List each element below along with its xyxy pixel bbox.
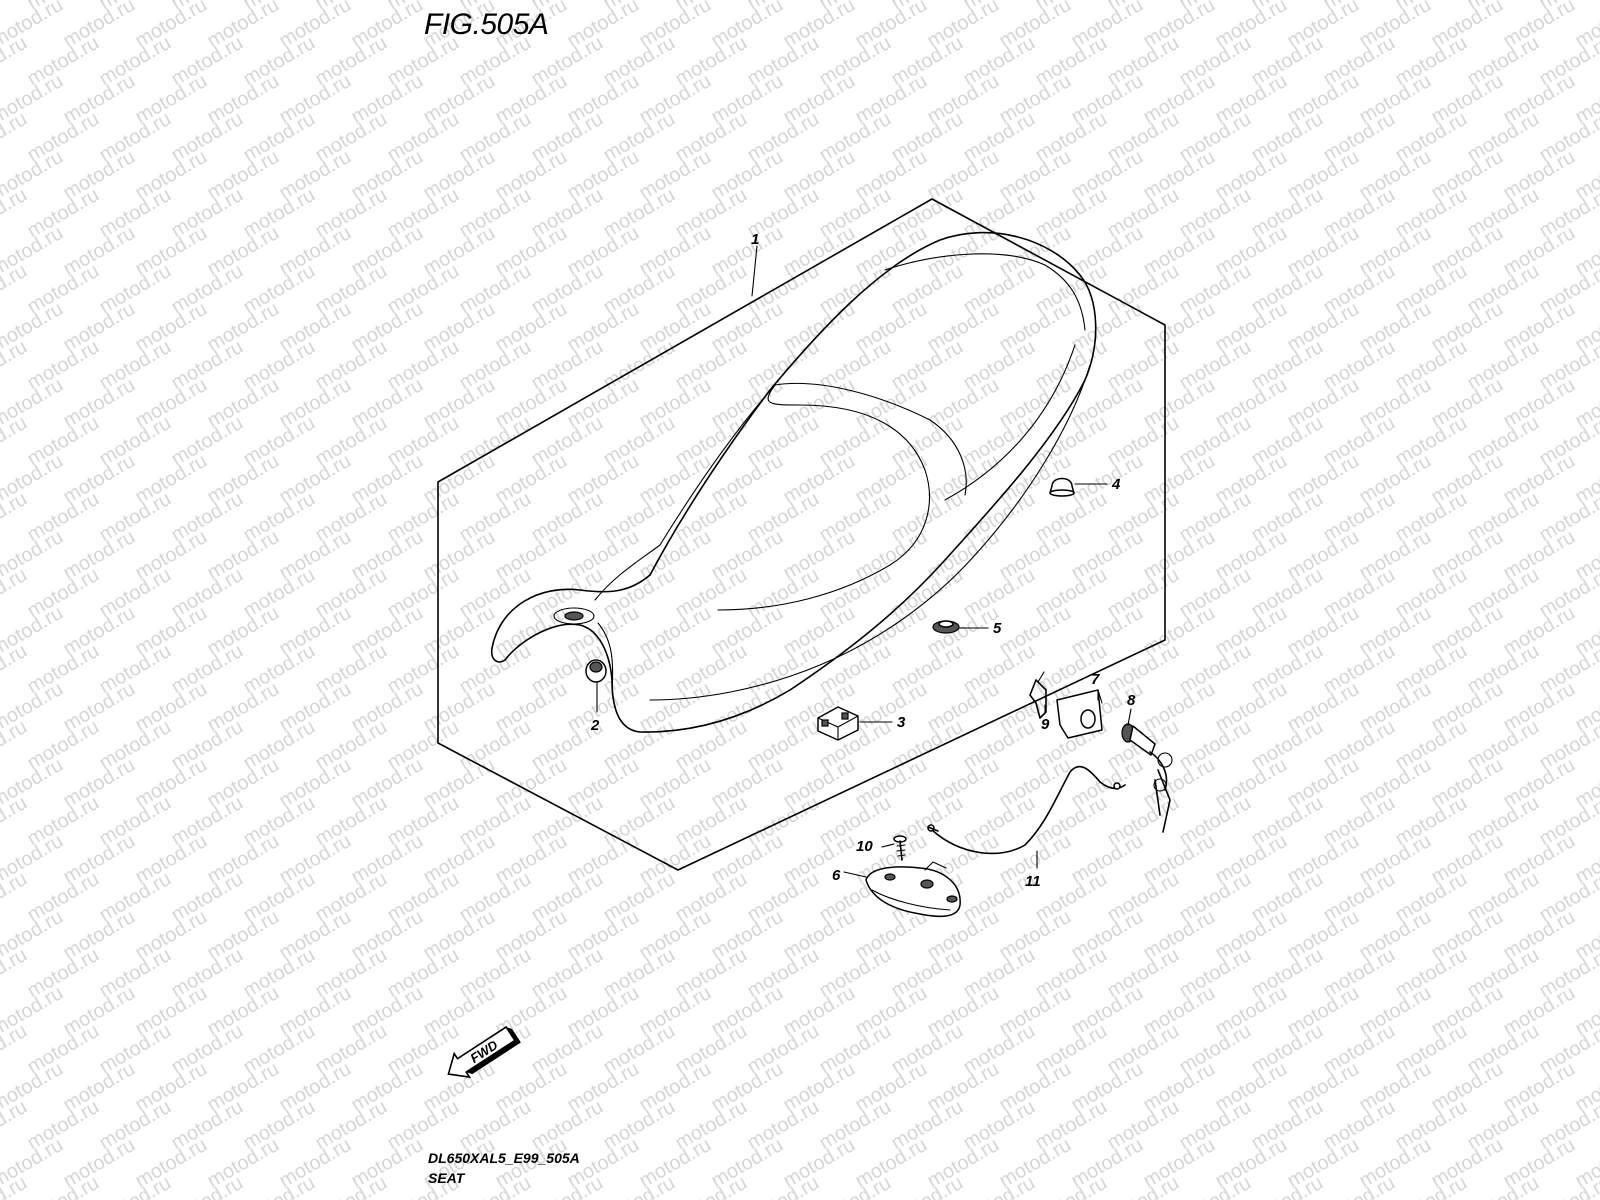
callout-5: 5 (993, 620, 1002, 637)
callout-6: 6 (832, 867, 841, 884)
callout-10: 10 (856, 838, 873, 855)
cap-part (1049, 477, 1075, 497)
callout-1: 1 (751, 231, 759, 248)
callout-8: 8 (1127, 692, 1136, 709)
watermark-text: motod.ru (0, 868, 31, 927)
watermark-text: motod.ru (0, 792, 31, 851)
callout-2: 2 (590, 717, 600, 734)
watermark-text: motod.ru (0, 184, 31, 243)
cushion-part (585, 659, 607, 683)
watermark-text: motod.ru (0, 944, 31, 1003)
watermark-text: motod.ru (0, 564, 31, 623)
figure-code: DL650XAL5_E99_505A (428, 1150, 580, 1166)
callout-4: 4 (1111, 476, 1121, 493)
callout-11: 11 (1025, 873, 1041, 890)
watermark-text: motod.ru (0, 108, 31, 167)
nut-part (932, 620, 960, 634)
callout-7: 7 (1091, 671, 1100, 688)
watermark-text: motod.ru (0, 716, 31, 775)
watermark-text: motod.ru (0, 412, 31, 471)
watermark-text: motod.ru (0, 260, 31, 319)
watermark-text: motod.ru (0, 488, 31, 547)
watermark-text: motod.ru (0, 1096, 31, 1155)
watermark-text: motod.ru (0, 336, 31, 395)
figure-title: FIG.505A (424, 8, 548, 41)
callout-9: 9 (1041, 716, 1050, 733)
figure-name: SEAT (428, 1170, 466, 1186)
watermark-text: motod.ru (0, 32, 31, 91)
watermark-text: motod.ru (0, 640, 31, 699)
watermark-text: motod.ru (0, 1020, 31, 1079)
callout-3: 3 (897, 714, 906, 731)
